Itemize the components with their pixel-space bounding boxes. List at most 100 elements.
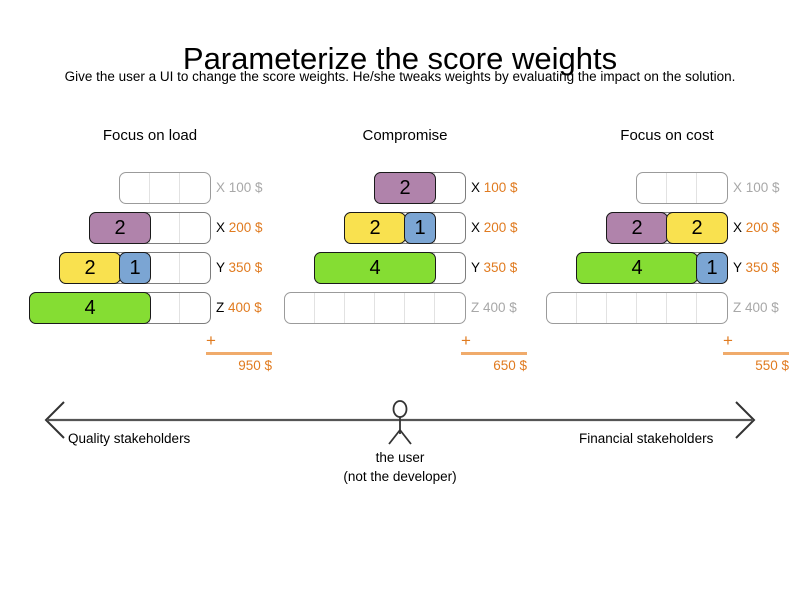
weight-block-purple[interactable]: 2 [374, 172, 436, 204]
scenario-sum: +950 $ [20, 332, 280, 376]
weight-block-green[interactable]: 4 [29, 292, 151, 324]
weight-block-green[interactable]: 4 [576, 252, 698, 284]
weight-block-yellow[interactable]: 2 [59, 252, 121, 284]
scenario-sum: +650 $ [275, 332, 535, 376]
weight-slot[interactable] [697, 173, 727, 203]
weight-slot[interactable] [180, 293, 210, 323]
weight-row-label: X 100 $ [733, 178, 780, 197]
weight-row-key: X [733, 220, 743, 235]
weight-row-amount: 200 $ [483, 220, 518, 235]
weight-row-label: X 200 $ [471, 218, 518, 237]
weight-row-amount: 400 $ [745, 300, 779, 315]
weight-row-amount: 350 $ [228, 260, 263, 275]
weight-slot[interactable] [315, 293, 345, 323]
sum-plus-symbol: + [723, 331, 733, 350]
weight-slot[interactable] [577, 293, 607, 323]
weight-slot[interactable] [637, 293, 667, 323]
weight-slot[interactable] [150, 293, 180, 323]
axis-label-financial: Financial stakeholders [579, 431, 714, 446]
stakeholder-axis: Quality stakeholders Financial stakehold… [0, 388, 800, 508]
weight-slot[interactable] [150, 253, 180, 283]
weight-row: Z 400 $ [537, 292, 797, 326]
weight-slot[interactable] [607, 293, 637, 323]
user-caption-line2: (not the developer) [343, 469, 457, 484]
weight-slider-track[interactable] [546, 292, 728, 324]
weight-row-amount: 200 $ [745, 220, 780, 235]
weight-block-purple[interactable]: 2 [89, 212, 151, 244]
user-caption: the user (not the developer) [300, 448, 500, 486]
scenario-total: 550 $ [755, 358, 789, 373]
sum-rule-divider [206, 352, 272, 355]
weight-slider-track[interactable] [119, 172, 211, 204]
page-subtitle: Give the user a UI to change the score w… [64, 69, 736, 84]
weight-row-key: X [216, 220, 226, 235]
weight-slot[interactable] [405, 293, 435, 323]
weight-row-label: Y 350 $ [471, 258, 517, 277]
weight-row-amount: 400 $ [483, 300, 517, 315]
weight-row-key: X [471, 220, 481, 235]
weight-row-label: X 100 $ [471, 178, 518, 197]
weight-row-key: X [733, 180, 743, 195]
weight-row-label: X 200 $ [216, 218, 263, 237]
weight-row-label: Z 400 $ [216, 298, 262, 317]
axis-arrow-icon [44, 400, 756, 445]
weight-slot[interactable] [697, 293, 727, 323]
weight-slot[interactable] [435, 213, 465, 243]
weight-slot[interactable] [120, 173, 150, 203]
weight-slider-track[interactable] [284, 292, 466, 324]
weight-block-blue[interactable]: 1 [119, 252, 151, 284]
weight-row-amount: 350 $ [745, 260, 780, 275]
weight-block-purple[interactable]: 2 [606, 212, 668, 244]
weight-slot[interactable] [667, 173, 697, 203]
weight-slot[interactable] [547, 293, 577, 323]
weight-block-blue[interactable]: 1 [696, 252, 728, 284]
weight-slot[interactable] [180, 253, 210, 283]
weight-row-label: Y 350 $ [216, 258, 262, 277]
weight-slot[interactable] [180, 173, 210, 203]
weight-block-green[interactable]: 4 [314, 252, 436, 284]
scenario-title: Compromise [362, 127, 448, 144]
weight-slot[interactable] [150, 173, 180, 203]
sum-rule-divider [461, 352, 527, 355]
weight-row-key: Z [471, 300, 480, 315]
weight-row-label: Z 400 $ [733, 298, 779, 317]
weight-row-key: Y [471, 260, 480, 275]
weight-slot[interactable] [345, 293, 375, 323]
weight-slider-track[interactable] [636, 172, 728, 204]
weight-row-label: Z 400 $ [471, 298, 517, 317]
weight-row-key: Z [733, 300, 742, 315]
weight-row-key: Y [733, 260, 742, 275]
weight-row-amount: 350 $ [483, 260, 518, 275]
weight-row-amount: 100 $ [483, 180, 518, 195]
scenario-total: 650 $ [493, 358, 527, 373]
weight-block-yellow[interactable]: 2 [666, 212, 728, 244]
sum-plus-symbol: + [206, 331, 216, 350]
weight-row: X 100 $ [537, 172, 797, 206]
weight-slot[interactable] [435, 293, 465, 323]
weight-row-amount: 100 $ [228, 180, 263, 195]
weight-block-blue[interactable]: 1 [404, 212, 436, 244]
weight-row: X 100 $ [20, 172, 280, 206]
weight-row-amount: 400 $ [228, 300, 262, 315]
weight-slot[interactable] [637, 173, 667, 203]
weight-row: 2 X 100 $ [275, 172, 535, 206]
weight-slot[interactable] [435, 173, 465, 203]
weight-row: 4 Z 400 $ [20, 292, 280, 326]
weight-block-yellow[interactable]: 2 [344, 212, 406, 244]
weight-slot[interactable] [435, 253, 465, 283]
weight-row-label: Y 350 $ [733, 258, 779, 277]
weight-slot[interactable] [150, 213, 180, 243]
weight-row-key: Y [216, 260, 225, 275]
weight-slot[interactable] [285, 293, 315, 323]
scenario-sum: +550 $ [537, 332, 797, 376]
weight-slot[interactable] [180, 213, 210, 243]
weight-slot[interactable] [667, 293, 697, 323]
weight-slot[interactable] [375, 293, 405, 323]
axis-label-quality: Quality stakeholders [68, 431, 191, 446]
sum-plus-symbol: + [461, 331, 471, 350]
